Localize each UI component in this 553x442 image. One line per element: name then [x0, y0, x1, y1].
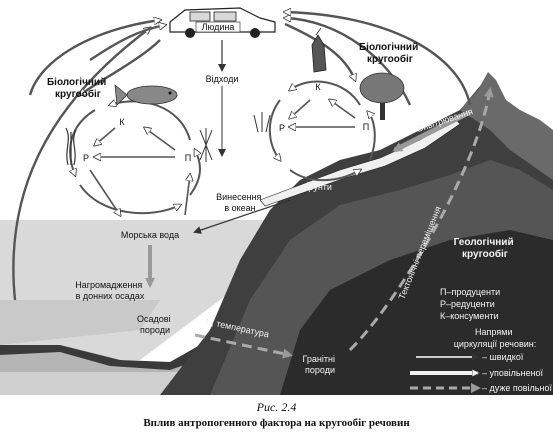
- figure-title: Вплив антропогенного фактора на кругообі…: [143, 417, 410, 429]
- left-consumer-label: К: [119, 117, 125, 127]
- tectonic-arrow: [348, 87, 494, 352]
- right-producer-label: П: [363, 122, 369, 132]
- ocean-water: [0, 220, 300, 360]
- left-bio-cycle-title: Біологічний кругообіг: [47, 77, 109, 100]
- seaweed-icon: [65, 127, 77, 166]
- left-producer-label: П: [185, 153, 191, 163]
- car-icon: [169, 7, 276, 38]
- bird-icon: [311, 27, 327, 73]
- plankton-icon: [199, 128, 213, 162]
- legend-item-producers: П–продуценти: [440, 287, 500, 297]
- legend-directions-title: Напрями циркуляції речовин:: [454, 327, 537, 349]
- outer-flow-arrows: [12, 12, 472, 301]
- legend-item-reducers: Р–редуценти: [440, 299, 495, 309]
- right-reducer-label: Р: [279, 123, 285, 133]
- legend-very-slow-label: – дуже повільної: [482, 383, 552, 393]
- right-consumer-label: К: [315, 82, 321, 92]
- left-bio-cycle-inner-arrows: [89, 128, 190, 215]
- waste-label: Відходи: [206, 74, 239, 84]
- accumulation-label: Нагромадження в донних осадах: [75, 280, 145, 301]
- legend: П–продуценти Р–редуценти К–консументи На…: [410, 287, 552, 393]
- legend-slowed-label: – уповільненої: [482, 368, 544, 378]
- right-bio-cycle-title: Біологічний кругообіг: [359, 42, 421, 65]
- granite-label: Гранітні породи: [303, 354, 338, 375]
- weathering-arrow: [392, 109, 472, 153]
- right-bio-cycle-inner-arrows: [290, 100, 356, 127]
- continent: [160, 72, 553, 395]
- geo-cycle-title: Геологічний кругообіг: [454, 237, 517, 260]
- legend-fast-label: – швидкої: [482, 352, 524, 362]
- soils-label: Ґрунти: [304, 181, 332, 192]
- figure-number: Рис. 2.4: [256, 400, 297, 414]
- grass-icon: [253, 112, 271, 133]
- sea-water-label: Морська вода: [121, 230, 179, 240]
- right-bio-cycle-ring: [268, 80, 376, 182]
- left-reducer-label: Р: [83, 153, 89, 163]
- tree-icon: [359, 72, 405, 120]
- runoff-arrow: [193, 199, 291, 234]
- human-label: Людина: [202, 22, 235, 32]
- runoff-label: Винесення в океан: [216, 192, 264, 213]
- fish-icon: [114, 84, 178, 106]
- legend-item-consumers: К–консументи: [440, 311, 498, 321]
- temperature-arrow: [194, 333, 293, 359]
- sediments-label: Осадові породи: [137, 314, 173, 335]
